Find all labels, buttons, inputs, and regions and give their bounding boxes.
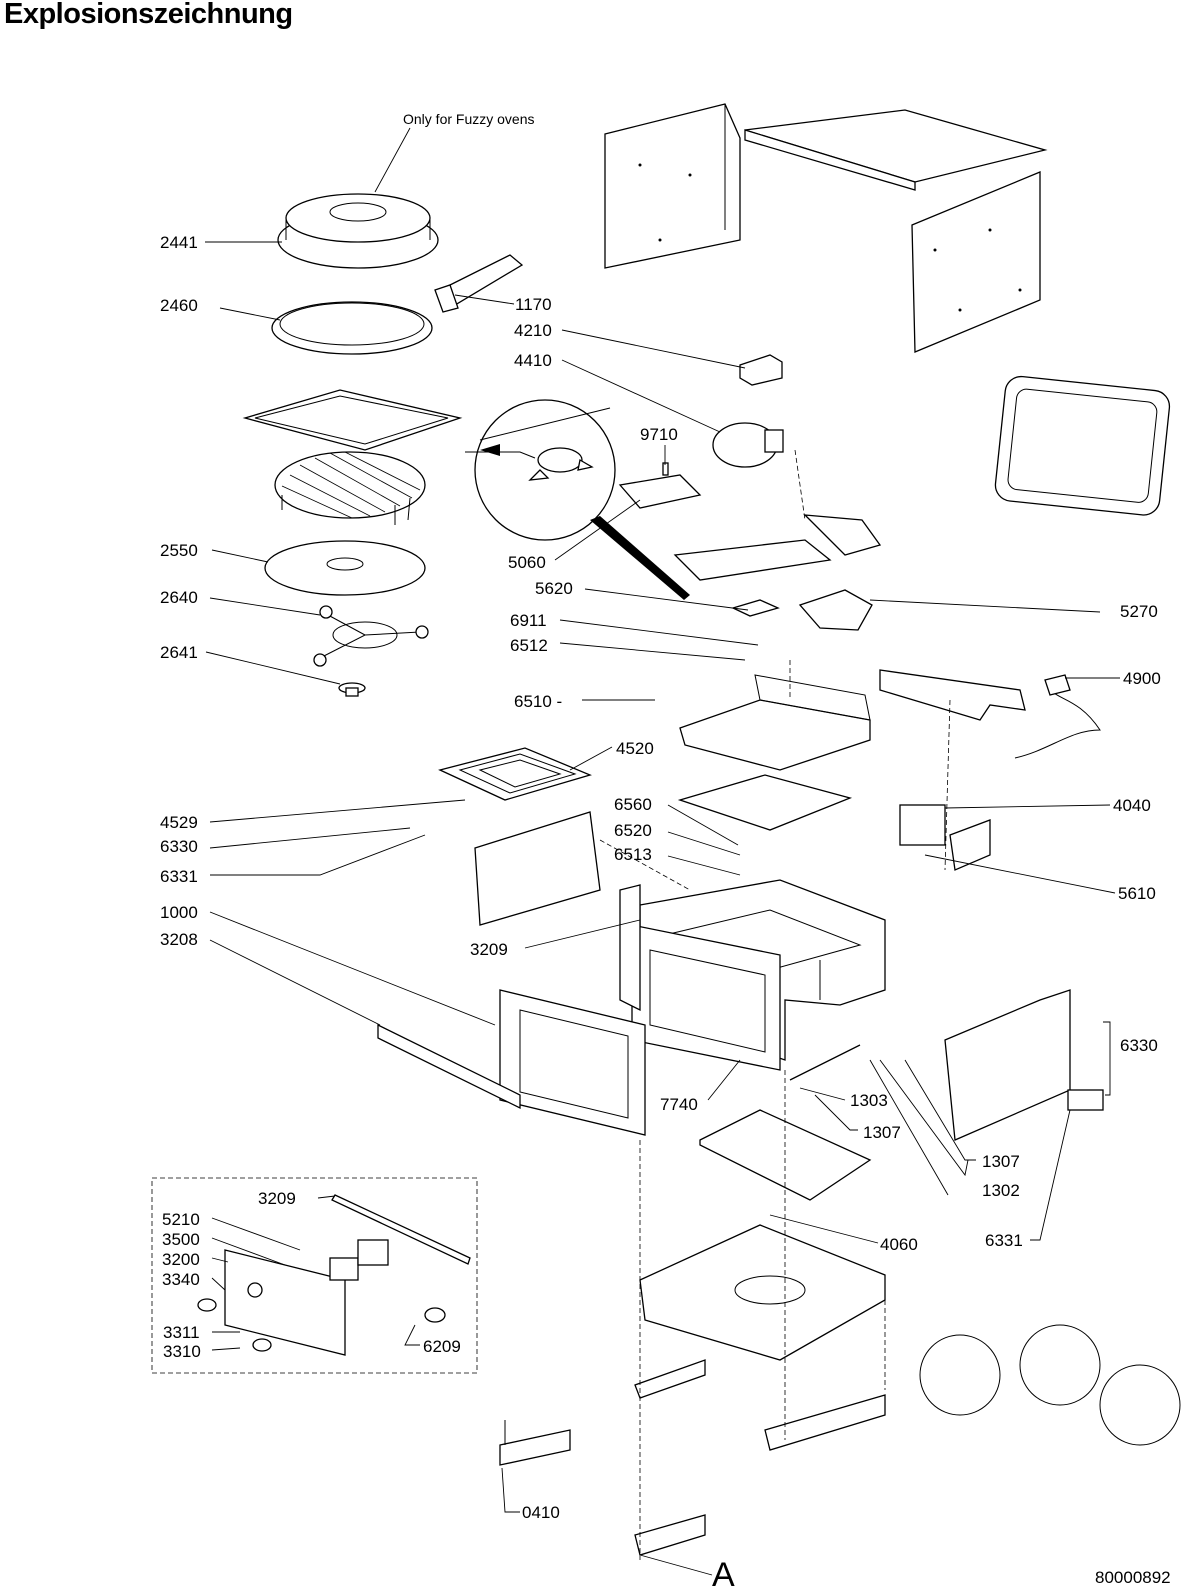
control-module [673,514,882,581]
rail-bracket-1303 [789,1044,861,1081]
sensor-4210 [739,354,783,386]
label-1307-right: 1307 [982,1152,1020,1171]
label-3500: 3500 [162,1230,200,1249]
view-marker-a: A [712,1556,735,1587]
label-2550: 2550 [160,541,198,560]
housing-side-panel-left [604,103,741,269]
baking-tray [242,389,463,451]
label-5060: 5060 [508,553,546,572]
label-3311: 3311 [163,1323,200,1342]
switch-6331 [1067,1089,1104,1111]
leader-lines [205,127,1120,1576]
label-6330-right: 6330 [1120,1036,1158,1055]
label-6512: 6512 [510,636,548,655]
label-4410: 4410 [514,351,552,370]
label-5270: 5270 [1120,602,1158,621]
stirrer-assembly [919,1324,1181,1446]
label-5620: 5620 [535,579,573,598]
detail-circle [465,399,690,600]
housing-side-panel-right [911,171,1041,353]
handle-1170 [434,254,524,313]
label-6330-top: 6330 [160,837,198,856]
label-4040: 4040 [1113,796,1151,815]
label-6513: 6513 [614,845,652,864]
roller-ring-support [313,605,429,667]
label-1303: 1303 [850,1091,888,1110]
label-5610: 5610 [1118,884,1156,903]
label-2460: 2460 [160,296,198,315]
label-6520: 6520 [614,821,652,840]
turntable-ring [271,301,433,355]
label-2640: 2640 [160,588,198,607]
assembly-lines [599,449,951,1560]
small-pcb-5620 [731,599,780,617]
label-1307-left: 1307 [863,1123,901,1142]
door-1000 [499,989,646,1136]
power-cord-4900 [1014,674,1101,759]
control-panel-detail-box [151,1177,478,1374]
label-6209: 6209 [423,1337,461,1356]
label-6331-top: 6331 [160,867,198,886]
label-7740: 7740 [660,1095,698,1114]
feet-0410 [499,1359,886,1556]
page-title: Explosionszeichnung [4,0,293,30]
transformer-4040 [899,804,991,871]
label-4520: 4520 [616,739,654,758]
label-5210: 5210 [162,1210,200,1229]
glass-turntable-plate [264,540,426,596]
label-3208: 3208 [160,930,198,949]
relay-board-5270 [798,589,873,631]
reflector-4900 [879,669,1026,721]
side-bracket-6330 [944,989,1071,1141]
label-1170: 1170 [515,295,552,314]
label-2441: 2441 [160,233,198,252]
fuzzy-cover-dish [277,193,439,269]
label-3209-panel: 3209 [258,1189,296,1208]
housing-top-cover [744,109,1048,191]
coupler-2641 [338,682,366,697]
label-4060: 4060 [880,1235,918,1254]
fan-motor-4410 [712,422,784,468]
note-fuzzy-ovens: Only for Fuzzy ovens [403,111,535,127]
drawing-number: 80000892 [1095,1568,1171,1587]
cavity-top-plate [679,674,871,771]
label-6911: 6911 [510,611,547,630]
label-4529: 4529 [160,813,198,832]
front-frame-7740 [619,884,781,1071]
label-4210: 4210 [514,321,552,340]
label-2641: 2641 [160,643,198,662]
heat-shield [474,811,601,926]
label-1000: 1000 [160,903,198,922]
label-4900: 4900 [1123,669,1161,688]
label-0410: 0410 [522,1503,560,1522]
label-6331-right: 6331 [985,1231,1023,1250]
label-3340: 3340 [162,1270,200,1289]
door-seal-3208 [377,1023,521,1110]
grill-rack [274,451,426,525]
mica-cover [677,774,853,831]
label-6560: 6560 [614,795,652,814]
base-pan [639,1224,886,1361]
label-3209-middle: 3209 [470,940,508,959]
heater-4520 [438,747,592,801]
label-3310: 3310 [163,1342,201,1361]
label-6510: 6510 - [514,692,562,711]
pcb-5060 [618,462,702,509]
label-3200: 3200 [162,1250,200,1269]
label-1302: 1302 [982,1181,1020,1200]
door-window-frame [994,375,1171,516]
label-9710: 9710 [640,425,678,444]
